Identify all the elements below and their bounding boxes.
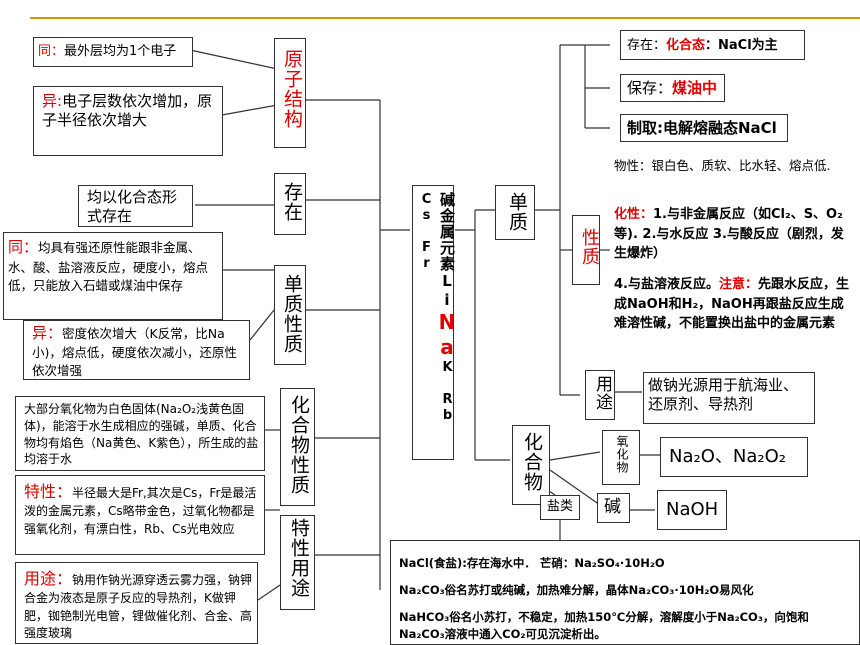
- salt-line-1: NaCl(食盐):存在海水中． 芒硝：Na₂SO₄·10H₂O: [399, 556, 665, 570]
- special-use: 用途：钠用作钠光源穿透云雾力强，钠钾合金为液态是原子反应的导热剂，K做钾肥，铷铯…: [24, 569, 253, 640]
- use-title-box: 用途: [585, 370, 615, 420]
- properties-same-box: 同：均具有强还原性能跟非金属、水、酸、盐溶液反应，硬度小，熔点低，只能放入石蜡或…: [3, 232, 223, 320]
- existence-right-box: 存在：化合态：NaCl为主: [620, 30, 805, 60]
- salt-reaction: 4.与盐溶液反应。注意：先跟水反应，生成NaOH和H₂，NaOH再跟盐反应生成难…: [614, 277, 850, 331]
- properties-title: 单质性质: [281, 274, 303, 354]
- base-title-box: 碱: [597, 493, 630, 523]
- properties-same: 同：均具有强还原性能跟非金属、水、酸、盐溶液反应，硬度小，熔点低，只能放入石蜡或…: [8, 238, 209, 293]
- atomic-diff: 异:电子层数依次增加，原子半径依次增大: [42, 92, 213, 129]
- salt-line-3: NaHCO₃俗名小苏打，不稳定，加热150℃分解，溶解度小于Na₂CO₃，向饱和…: [399, 610, 809, 641]
- existence-right: 存在：化合态：NaCl为主: [627, 38, 778, 53]
- preparation-box: 制取:电解熔融态NaCl: [620, 114, 788, 142]
- atomic-diff-box: 异:电子层数依次增加，原子半径依次增大: [33, 86, 223, 156]
- salt-title-box: 盐类: [540, 495, 580, 520]
- compound-label: 化合物: [521, 432, 543, 492]
- existence-text: 均以化合态形式存在: [87, 188, 178, 225]
- compound-box: 化合物: [512, 425, 550, 505]
- atomic-same-box: 同：最外层均为1个电子: [33, 37, 193, 67]
- special-use-box: 用途：钠用作钠光源穿透云雾力强，钠钾合金为液态是原子反应的导热剂，K做钾肥，铷铯…: [15, 562, 258, 644]
- nature-box: 性质: [572, 215, 600, 285]
- oxide-title-box: 氧化物: [602, 430, 640, 485]
- oxide-title: 氧化物: [615, 435, 629, 474]
- compounds-title-box: 化合物性质: [280, 388, 315, 506]
- use-box: 做钠光源用于航海业、还原剂、导热剂: [643, 372, 815, 424]
- center-na: Na: [435, 310, 459, 360]
- physical: 物性：银白色、质软、比水轻、熔点低.: [614, 158, 831, 173]
- properties-diff: 异：密度依次增大（K反常，比Na小)，熔点低，硬度依次减小，还原性依次增强: [32, 324, 237, 378]
- properties-diff-box: 异：密度依次增大（K反常，比Na小)，熔点低，硬度依次减小，还原性依次增强: [23, 320, 250, 380]
- existence-title-box: 存在: [274, 173, 306, 235]
- nature-detail-box: 物性：银白色、质软、比水轻、熔点低. 化性：1.与非金属反应（如Cl₂、S、O₂…: [610, 147, 860, 365]
- chemical: 化性：1.与非金属反应（如Cl₂、S、O₂等). 2.与水反应 3.与酸反应（剧…: [614, 207, 844, 261]
- salt-line-2: Na₂CO₃俗名苏打或纯碱，加热难分解，晶体Na₂CO₃·10H₂O易风化: [399, 583, 754, 597]
- use-text: 做钠光源用于航海业、还原剂、导热剂: [648, 376, 799, 413]
- center-rest: K Rb Cs Fr: [419, 192, 455, 424]
- storage: 保存：煤油中: [627, 79, 718, 97]
- base-title: 碱: [604, 497, 621, 517]
- element-box: 单质: [495, 185, 535, 240]
- preparation: 制取:电解熔融态NaCl: [627, 119, 777, 137]
- base-value: NaOH: [666, 499, 719, 520]
- special-trait-box: 特性：半径最大是Fr,其次是Cs，Fr是最活泼的金属元素，Cs略带金色，过氧化物…: [15, 475, 265, 555]
- existence-box: 均以化合态形式存在: [78, 185, 193, 227]
- oxides: Na₂O、Na₂O₂: [669, 446, 786, 467]
- compounds-text: 大部分氧化物为白色固体(Na₂O₂浅黄色固体)，能溶于水生成相应的强碱，单质、化…: [24, 402, 259, 467]
- compounds-title: 化合物性质: [288, 395, 310, 495]
- existence-title: 存在: [281, 182, 303, 222]
- atomic-same: 同：最外层均为1个电子: [38, 44, 177, 59]
- element-label: 单质: [506, 192, 528, 232]
- nature-label: 性质: [579, 228, 600, 266]
- salt-title: 盐类: [547, 499, 574, 514]
- center-prefix: 碱金属元素Li: [438, 192, 456, 310]
- center-label: 碱金属元素LiNaK Rb Cs Fr: [417, 192, 459, 459]
- special-title-box: 特性用途: [280, 515, 315, 610]
- atomic-structure-title-box: 原子结构: [274, 38, 306, 148]
- properties-title-box: 单质性质: [274, 265, 306, 365]
- storage-box: 保存：煤油中: [620, 74, 725, 102]
- compounds-box: 大部分氧化物为白色固体(Na₂O₂浅黄色固体)，能溶于水生成相应的强碱，单质、化…: [15, 396, 265, 471]
- special-trait: 特性：半径最大是Fr,其次是Cs，Fr是最活泼的金属元素，Cs略带金色，过氧化物…: [24, 482, 257, 536]
- use-title: 用途: [592, 375, 612, 411]
- special-title: 特性用途: [288, 518, 310, 598]
- salts-box: NaCl(食盐):存在海水中． 芒硝：Na₂SO₄·10H₂O Na₂CO₃俗名…: [390, 540, 860, 645]
- atomic-structure-title: 原子结构: [281, 49, 303, 129]
- oxide-box: Na₂O、Na₂O₂: [660, 437, 808, 477]
- center-box: 碱金属元素LiNaK Rb Cs Fr: [412, 185, 459, 460]
- base-box: NaOH: [657, 490, 727, 530]
